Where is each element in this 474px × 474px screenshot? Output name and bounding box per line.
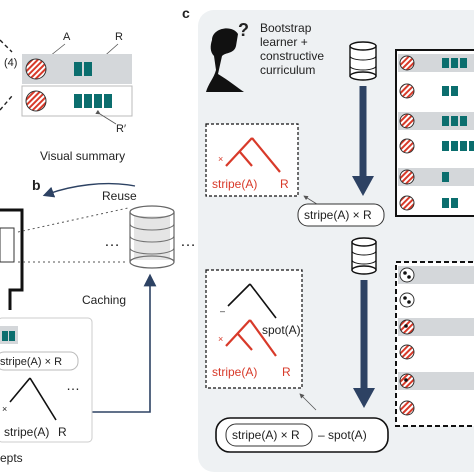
tree1-right: R bbox=[280, 177, 289, 191]
tree2-op: × bbox=[218, 334, 223, 344]
concept-box bbox=[0, 317, 93, 443]
learner-line4: curriculum bbox=[260, 63, 315, 77]
tree1-op: × bbox=[218, 154, 223, 164]
tree-right: R bbox=[58, 425, 67, 439]
block bbox=[84, 94, 92, 108]
striped-object bbox=[25, 90, 47, 112]
tree1-box bbox=[205, 123, 299, 197]
label-r: R bbox=[115, 31, 123, 43]
block bbox=[74, 94, 82, 108]
learner-line2: learner + bbox=[260, 35, 308, 49]
expr2-inner-pill bbox=[225, 423, 313, 447]
panel-a: (4) A R R′ Visual summary bbox=[0, 31, 133, 163]
expr-pill bbox=[0, 351, 79, 371]
tree-op: × bbox=[2, 404, 7, 414]
panel-c-letter: c bbox=[182, 5, 190, 21]
tree2-top-op: – bbox=[220, 306, 225, 316]
panel-c: c ? Bootstrap learner + constructive cur… bbox=[182, 5, 474, 472]
example-list-1 bbox=[395, 49, 474, 217]
expr1-text: stripe(A) × R bbox=[304, 208, 372, 222]
question-mark: ? bbox=[238, 20, 249, 40]
tree-left: stripe(A) bbox=[4, 425, 49, 439]
block bbox=[104, 94, 112, 108]
expr-text: stripe(A) × R bbox=[0, 356, 62, 368]
visual-summary-caption: Visual summary bbox=[40, 149, 125, 163]
striped-object bbox=[25, 58, 47, 80]
learner-line3: constructive bbox=[260, 49, 324, 63]
tree2-left: stripe(A) bbox=[212, 365, 257, 379]
database-icon bbox=[351, 237, 377, 275]
label-a: A bbox=[63, 31, 71, 43]
database-icon bbox=[349, 41, 377, 81]
expr2-rest-text: – spot(A) bbox=[318, 428, 367, 442]
tree2-right2: R bbox=[282, 365, 291, 379]
expr1-pill bbox=[297, 203, 385, 227]
concepts-caption: epts bbox=[0, 451, 23, 465]
expr2-inner-text: stripe(A) × R bbox=[232, 428, 300, 442]
ellipsis: … bbox=[104, 233, 120, 250]
cache-database-icon bbox=[129, 205, 175, 269]
panel-b-letter: b bbox=[32, 177, 41, 193]
tree2-right: spot(A) bbox=[262, 323, 301, 337]
caching-label: Caching bbox=[82, 293, 126, 307]
example-rows-1 bbox=[398, 54, 474, 211]
learner-icon: ? bbox=[206, 20, 249, 92]
learner-line1: Bootstrap bbox=[260, 21, 312, 35]
ellipsis: … bbox=[180, 233, 196, 250]
marker-4: (4) bbox=[4, 57, 17, 69]
example-list-2 bbox=[395, 261, 474, 427]
label-r-prime: R′ bbox=[116, 123, 126, 135]
block bbox=[84, 62, 92, 76]
example-rows-2 bbox=[398, 266, 474, 416]
tree1-left: stripe(A) bbox=[212, 177, 257, 191]
block bbox=[94, 94, 102, 108]
block bbox=[74, 62, 82, 76]
panel-b: b Reuse … … Caching stripe(A) × R … × st… bbox=[0, 177, 196, 465]
ellipsis: … bbox=[66, 377, 80, 393]
tree-edges bbox=[9, 377, 57, 421]
reuse-label: Reuse bbox=[102, 189, 137, 203]
